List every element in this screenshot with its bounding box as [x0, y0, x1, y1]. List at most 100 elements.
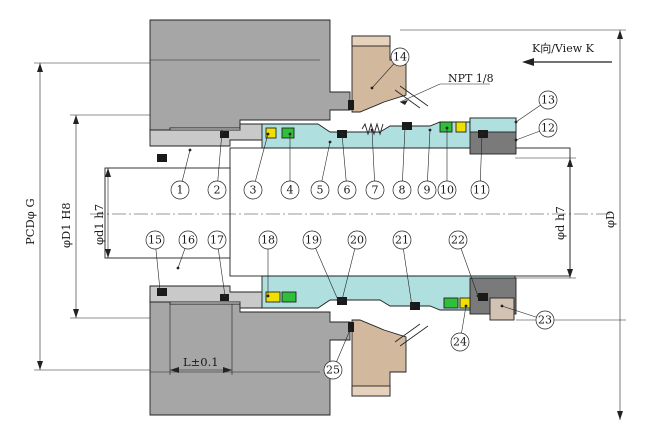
balloon-circle — [538, 90, 558, 110]
leader-dot — [445, 126, 449, 130]
balloon-circle — [450, 332, 470, 352]
yellow-ring-bottom — [265, 291, 281, 303]
balloon-circle — [207, 180, 227, 200]
balloon-number-10: 10 — [440, 184, 454, 197]
leader-dot — [340, 298, 344, 302]
leader-dot — [403, 126, 407, 130]
balloon-leader — [216, 131, 223, 191]
leader-dot — [410, 304, 414, 308]
balloon-number-23: 23 — [538, 314, 552, 327]
balloon-number-19: 19 — [305, 234, 319, 247]
dimension-lines — [34, 29, 626, 420]
leader-dot — [328, 140, 332, 144]
dim-d-h7: φd h7 — [553, 206, 567, 240]
leader-dot — [428, 128, 432, 132]
balloon-circle — [178, 230, 198, 250]
balloon-number-14: 14 — [393, 51, 407, 64]
view-k-label: K向/View K — [532, 41, 595, 55]
balloon-circle — [170, 180, 190, 200]
gland-bottom — [351, 319, 407, 397]
balloon-leader — [216, 239, 226, 297]
leader-dot — [266, 294, 270, 298]
balloon-number-5: 5 — [317, 184, 324, 197]
balloon-leader — [401, 127, 406, 191]
leader-dot — [288, 132, 292, 136]
balloon-number-17: 17 — [210, 234, 224, 247]
balloon-leader — [341, 133, 348, 191]
yellow-ring-bottom-right — [459, 297, 471, 309]
balloon-number-2: 2 — [214, 184, 221, 197]
balloon-circle — [437, 180, 457, 200]
balloon-circle — [207, 230, 227, 250]
balloon-circle — [535, 310, 555, 330]
leader-dot — [176, 266, 180, 270]
balloon-circle — [538, 118, 558, 138]
green-ring-top-right — [439, 121, 453, 133]
dim-d1-h8: φD1 H8 — [59, 202, 73, 248]
balloon-circle — [448, 230, 468, 250]
balloon-number-15: 15 — [148, 234, 162, 247]
balloon-leader — [426, 129, 431, 191]
balloon-circle — [470, 180, 490, 200]
leader-dot — [464, 304, 468, 308]
housing-bottom — [149, 295, 351, 416]
balloon-circle — [417, 180, 437, 200]
balloon-number-3: 3 — [250, 184, 257, 197]
leader-dot — [188, 148, 192, 152]
balloon-number-8: 8 — [399, 184, 406, 197]
dim-d1-h7: φd1 h7 — [92, 204, 106, 245]
housing-top — [149, 19, 351, 139]
balloon-leader — [401, 239, 413, 307]
balloon-circle — [302, 230, 322, 250]
npt-label: NPT 1/8 — [448, 72, 494, 85]
balloon-circle — [390, 47, 410, 67]
balloon-number-9: 9 — [424, 184, 431, 197]
balloon-number-20: 20 — [350, 234, 364, 247]
arrowheads — [37, 30, 623, 420]
balloon-number-25: 25 — [326, 364, 340, 377]
balloon-circle — [258, 230, 278, 250]
balloon-number-21: 21 — [395, 234, 409, 247]
leader-dot — [476, 294, 480, 298]
balloon-number-4: 4 — [287, 184, 294, 197]
yellow-ring-top — [265, 127, 277, 139]
leader-dot — [348, 328, 352, 332]
leader-dot — [220, 130, 224, 134]
balloon-number-22: 22 — [451, 234, 465, 247]
balloon-circle — [392, 180, 412, 200]
balloon-circle — [323, 360, 343, 380]
leader-dot — [266, 132, 270, 136]
dim-L: L±0.1 — [183, 355, 219, 369]
leader-dot — [158, 288, 162, 292]
balloon-circle — [310, 180, 330, 200]
green-ring-top — [281, 127, 295, 139]
gland-hatch — [394, 85, 429, 347]
balloon-number-13: 13 — [541, 94, 555, 107]
shaft — [229, 147, 571, 277]
balloon-leader — [311, 239, 339, 301]
balloon-leader — [457, 239, 479, 297]
leader-dot — [223, 294, 227, 298]
leader-dot — [370, 86, 374, 90]
leader-dot — [480, 132, 484, 136]
leader-dot — [514, 120, 518, 124]
dim-pcd: PCDφ G — [23, 198, 37, 245]
balloon-number-7: 7 — [372, 184, 379, 197]
balloon-circle — [145, 230, 165, 250]
balloon-leader — [252, 133, 269, 191]
green-ring-bottom — [281, 291, 297, 303]
balloon-leader — [371, 129, 376, 191]
balloon-circle — [243, 180, 263, 200]
balloon-number-18: 18 — [261, 234, 275, 247]
leader-dot — [500, 304, 504, 308]
leader-dot — [370, 128, 374, 132]
balloon-number-24: 24 — [453, 336, 467, 349]
leader-dot — [336, 298, 340, 302]
balloon-circle — [337, 180, 357, 200]
view-k-arrow — [522, 58, 612, 66]
green-ring-bottom-right — [443, 297, 459, 309]
balloon-number-11: 11 — [473, 184, 487, 197]
